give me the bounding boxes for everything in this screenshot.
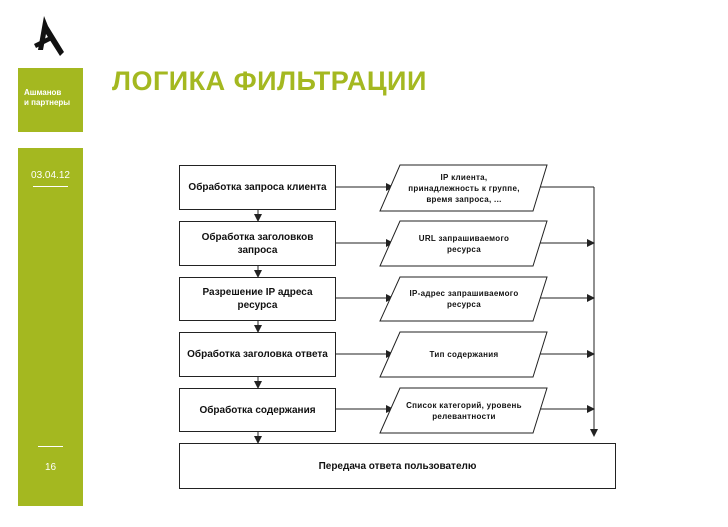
brand-name: Ашманов и партнеры: [24, 88, 71, 107]
data-item-label: IP клиента, принадлежность к группе, вре…: [408, 172, 520, 204]
slide-date: 03.04.12: [31, 170, 70, 181]
slide-title: ЛОГИКА ФИЛЬТРАЦИИ: [112, 66, 427, 96]
data-parallelogram: [379, 331, 548, 378]
data-parallelogram: [379, 164, 548, 212]
process-step: Обработка заголовков запроса: [179, 221, 336, 266]
data-item-label: Тип содержания: [429, 350, 499, 359]
data-parallelogram: [379, 276, 548, 322]
process-step: Разрешение IP адреса ресурса: [179, 277, 336, 321]
divider: [38, 446, 63, 447]
data-parallelogram: [379, 387, 548, 434]
process-step: Обработка запроса клиента: [179, 165, 336, 210]
side-panel: 03.04.12 16: [18, 148, 83, 506]
process-step: Обработка заголовка ответа: [179, 332, 336, 377]
company-logo-icon: [34, 16, 64, 56]
data-parallelogram: [379, 220, 548, 267]
final-step: Передача ответа пользователю: [179, 443, 616, 489]
data-item-label: Список категорий, уровень релевантности: [406, 400, 522, 421]
brand-panel: Ашманов и партнеры: [18, 68, 83, 132]
divider: [33, 186, 68, 187]
data-item-label: URL запрашиваемого ресурса: [418, 233, 510, 254]
data-item-label: IP-адрес запрашиваемого ресурса: [409, 289, 519, 309]
process-step: Обработка содержания: [179, 388, 336, 432]
page-number: 16: [44, 462, 57, 473]
